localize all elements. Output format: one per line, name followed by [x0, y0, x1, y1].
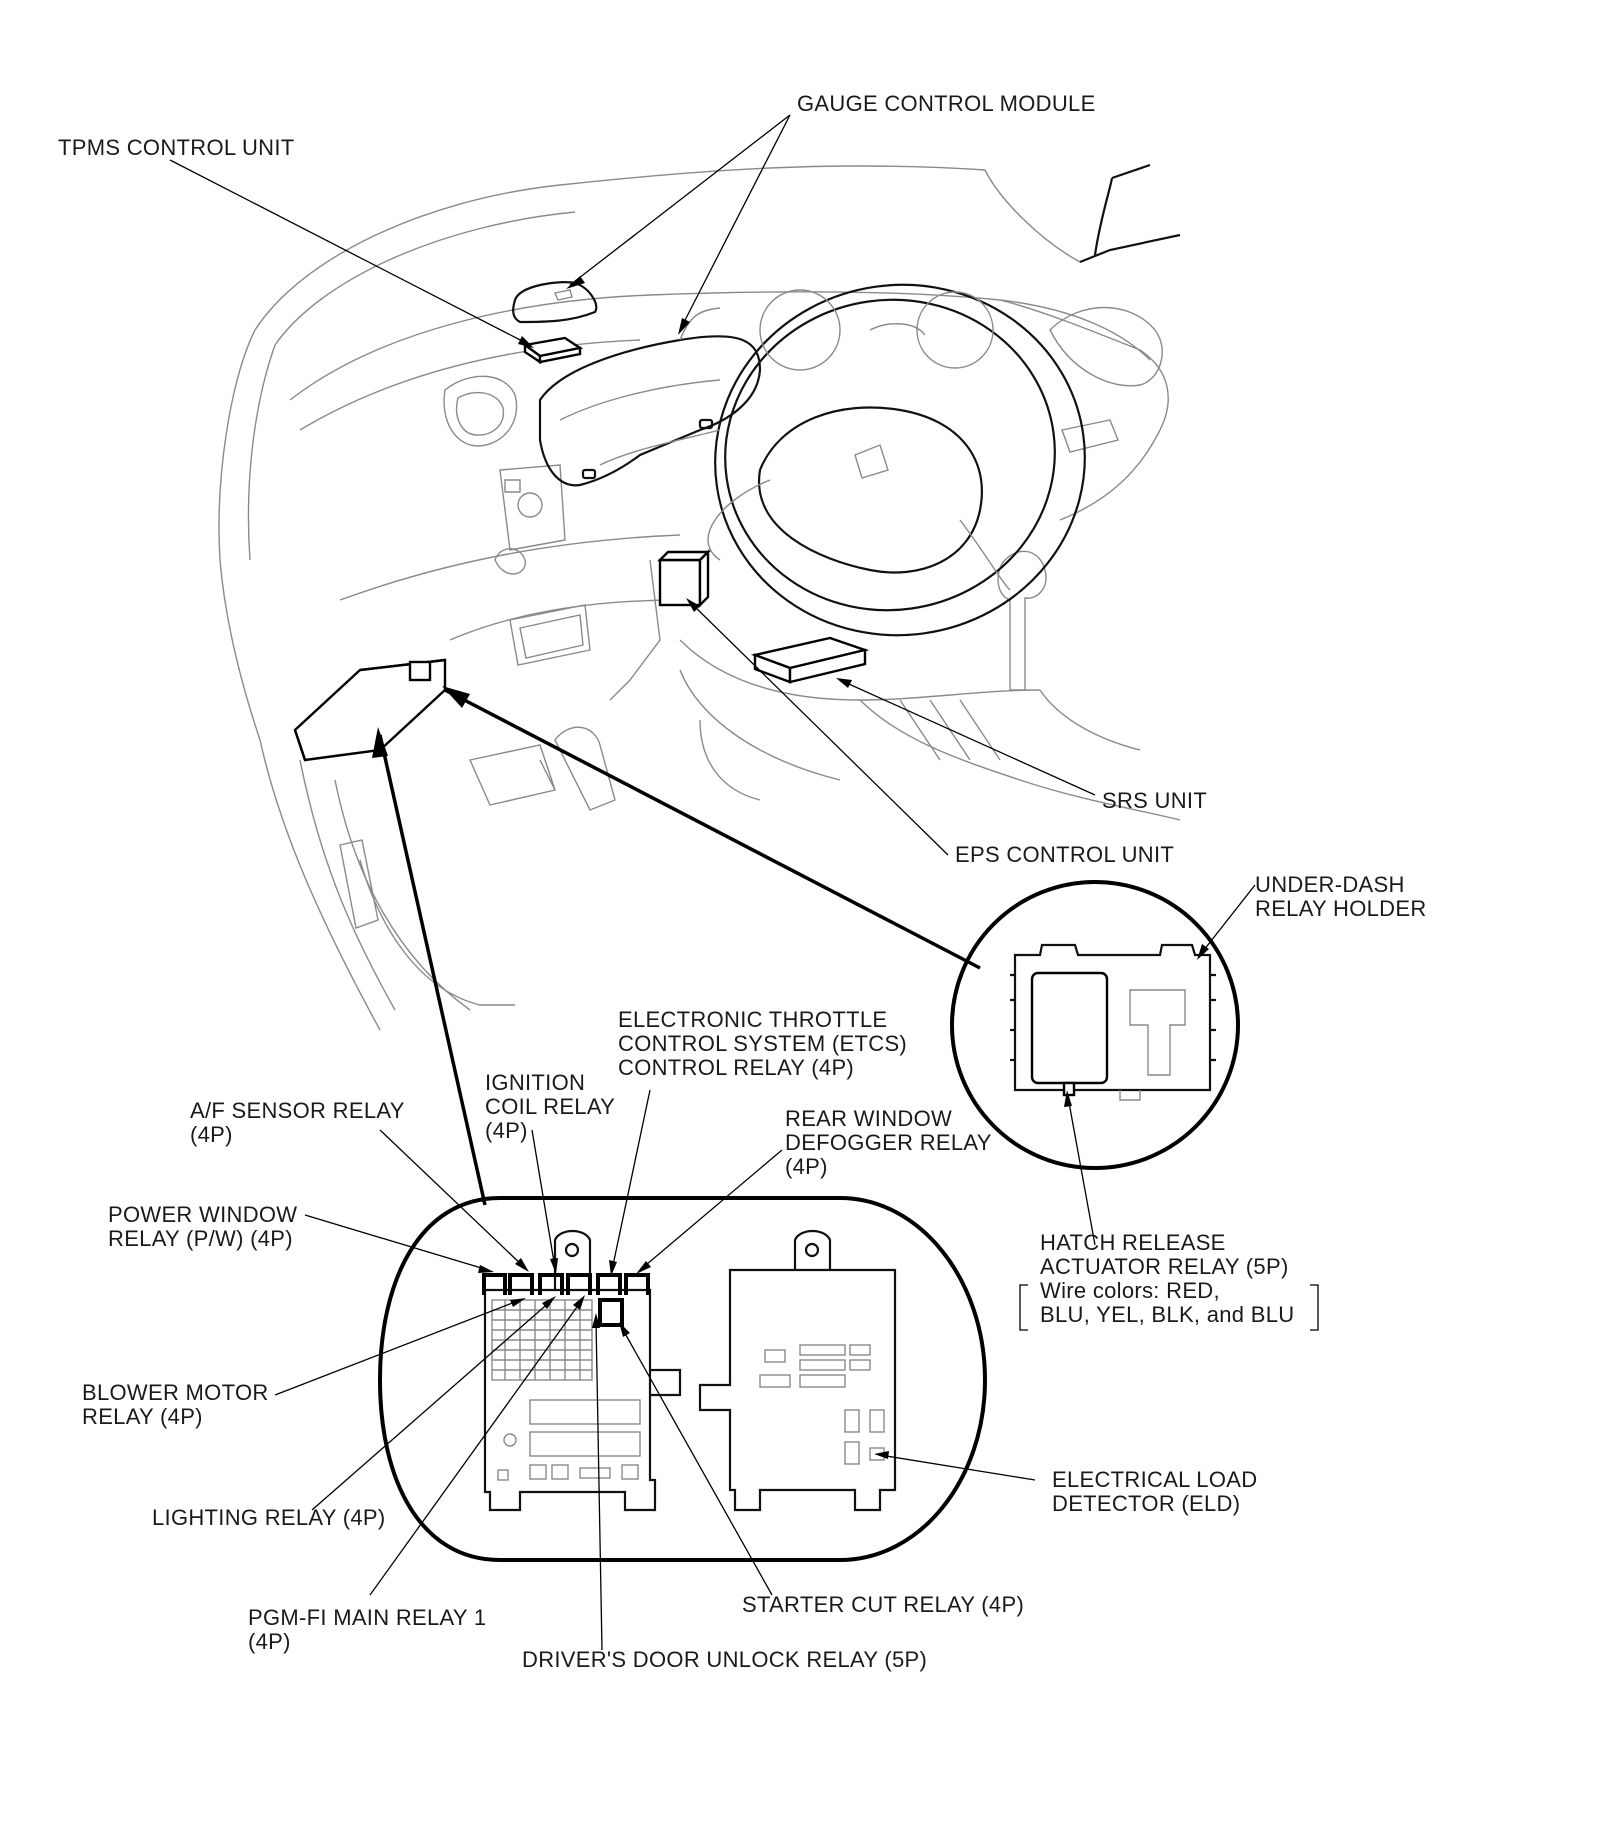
- label-hatch-release-relay-2: ACTUATOR RELAY (5P): [1040, 1254, 1289, 1279]
- label-rear-defogger-relay-2: DEFOGGER RELAY: [785, 1130, 992, 1155]
- zoom-connector-arrows: [372, 686, 981, 1206]
- under-dash-fuse-box-detail: [377, 1196, 988, 1562]
- wire-colors-bracket: [1019, 1284, 1319, 1331]
- label-rear-defogger-relay-1: REAR WINDOW: [785, 1106, 952, 1131]
- label-power-window-relay-2: RELAY (P/W) (4P): [108, 1226, 293, 1251]
- under-dash-relay-holder-detail: [950, 880, 1240, 1170]
- label-ignition-coil-relay-2: COIL RELAY: [485, 1094, 615, 1119]
- label-starter-cut-relay: STARTER CUT RELAY (4P): [742, 1592, 1024, 1617]
- label-etcs-relay-3: CONTROL RELAY (4P): [618, 1055, 854, 1080]
- label-under-dash-relay-holder-2: RELAY HOLDER: [1255, 896, 1427, 921]
- label-drivers-door-unlock-relay: DRIVER'S DOOR UNLOCK RELAY (5P): [522, 1647, 927, 1672]
- label-hatch-release-relay-1: HATCH RELEASE: [1040, 1230, 1226, 1255]
- label-power-window-relay-1: POWER WINDOW: [108, 1202, 297, 1227]
- label-blower-motor-relay-2: RELAY (4P): [82, 1404, 203, 1429]
- label-blower-motor-relay-1: BLOWER MOTOR: [82, 1380, 269, 1405]
- leader-lines: [169, 114, 1256, 1651]
- label-eld-2: DETECTOR (ELD): [1052, 1491, 1240, 1516]
- label-pgm-fi-main-relay-2: (4P): [248, 1629, 291, 1654]
- label-etcs-relay-2: CONTROL SYSTEM (ETCS): [618, 1031, 907, 1056]
- relay-row: [482, 1273, 650, 1327]
- label-hatch-release-relay-4: BLU, YEL, BLK, and BLU: [1040, 1302, 1294, 1327]
- label-gauge-control-module: GAUGE CONTROL MODULE: [797, 91, 1096, 116]
- label-eld-1: ELECTRICAL LOAD: [1052, 1467, 1257, 1492]
- label-pgm-fi-main-relay-1: PGM-FI MAIN RELAY 1: [248, 1605, 486, 1630]
- label-ignition-coil-relay-3: (4P): [485, 1118, 528, 1143]
- label-under-dash-relay-holder-1: UNDER-DASH: [1255, 872, 1405, 897]
- label-ignition-coil-relay-1: IGNITION: [485, 1070, 585, 1095]
- label-eps-control-unit: EPS CONTROL UNIT: [955, 842, 1174, 867]
- label-lighting-relay: LIGHTING RELAY (4P): [152, 1505, 386, 1530]
- label-etcs-relay-1: ELECTRONIC THROTTLE: [618, 1007, 887, 1032]
- label-af-sensor-relay-2: (4P): [190, 1122, 233, 1147]
- label-af-sensor-relay-1: A/F SENSOR RELAY: [190, 1098, 405, 1123]
- fuse-rows: [491, 1299, 641, 1481]
- label-hatch-release-relay-3: Wire colors: RED,: [1040, 1278, 1220, 1303]
- right-box-slots: [759, 1344, 885, 1465]
- label-rear-defogger-relay-3: (4P): [785, 1154, 828, 1179]
- label-srs-unit: SRS UNIT: [1102, 788, 1207, 813]
- label-tpms-control-unit: TPMS CONTROL UNIT: [58, 135, 295, 160]
- dashboard-illustration: [218, 163, 1181, 1031]
- callout-labels: GAUGE CONTROL MODULE TPMS CONTROL UNIT S…: [58, 91, 1427, 1672]
